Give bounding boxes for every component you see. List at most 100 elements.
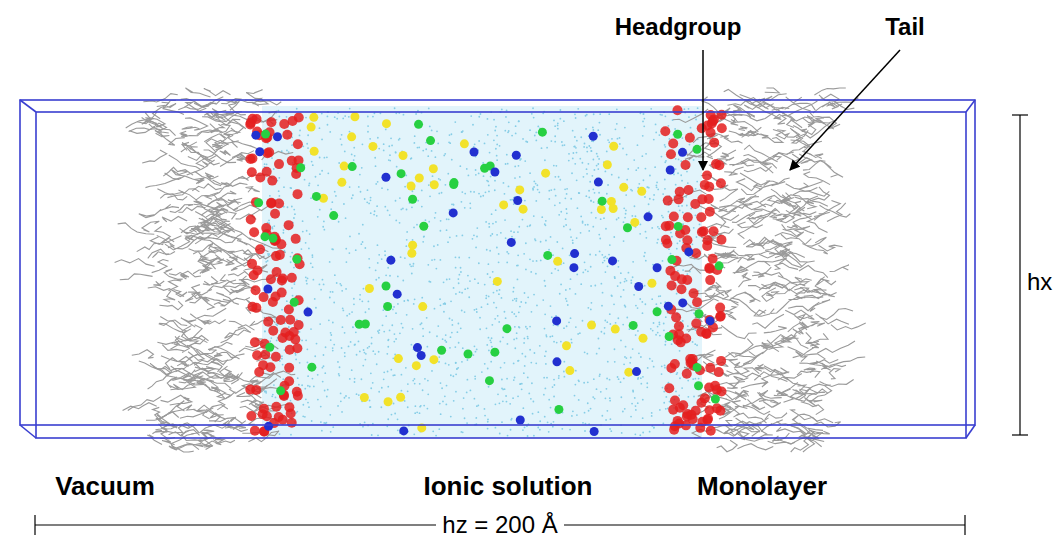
water-dot [687,325,689,327]
water-dot [656,242,658,244]
water-dot [586,173,588,175]
water-dot [506,154,508,156]
water-dot [450,374,452,376]
water-dot [444,395,446,397]
water-molecules [264,107,701,437]
water-dot [635,215,637,217]
water-dot [273,168,275,170]
water-dot [313,386,315,388]
water-dot [642,121,644,123]
water-dot [308,406,310,408]
water-dot [451,332,453,334]
water-dot [535,362,537,364]
water-dot [590,200,592,202]
water-dot [639,434,641,436]
water-dot [631,403,633,405]
tail-chain [216,142,229,148]
water-dot [517,395,519,397]
water-dot [629,362,631,364]
water-dot [675,391,677,393]
water-dot [384,250,386,252]
water-dot [623,289,625,291]
water-dot [585,423,587,425]
water-dot [565,298,567,300]
water-dot [488,226,490,228]
water-dot [307,147,309,149]
water-dot [546,336,548,338]
water-dot [693,159,695,161]
water-dot [449,134,451,136]
water-dot [455,362,457,364]
water-dot [382,309,384,311]
water-dot [310,328,312,330]
water-dot [305,276,307,278]
water-dot [458,282,460,284]
water-dot [296,108,298,110]
water-dot [431,130,433,132]
tail-chain [202,117,231,125]
water-dot [373,214,375,216]
water-dot [498,253,500,255]
water-dot [264,163,266,165]
water-dot [367,301,369,303]
water-dot [537,126,539,128]
water-dot [458,274,460,276]
water-dot [370,372,372,374]
water-dot [548,198,550,200]
water-dot [361,300,363,302]
water-dot [399,197,401,199]
water-dot [665,160,667,162]
water-dot [539,345,541,347]
tail-chain [229,321,255,330]
water-dot [499,433,501,435]
water-dot [524,200,526,202]
water-dot [603,333,605,335]
water-dot [590,147,592,149]
lipid-tails [115,88,866,452]
water-dot [496,290,498,292]
water-dot [554,141,556,143]
water-dot [395,152,397,154]
water-dot [540,241,542,243]
water-dot [432,175,434,177]
water-dot [653,139,655,141]
water-dot [639,233,641,235]
water-dot [505,317,507,319]
water-dot [598,234,600,236]
water-dot [304,416,306,418]
water-dot [488,350,490,352]
water-dot [521,388,523,390]
water-dot [493,139,495,141]
water-dot [576,152,578,154]
water-dot [273,384,275,386]
water-dot [504,311,506,313]
water-dot [593,169,595,171]
water-dot [478,193,480,195]
water-dot [575,293,577,295]
water-dot [580,216,582,218]
water-dot [514,347,516,349]
water-dot [503,182,505,184]
water-dot [423,236,425,238]
water-dot [496,159,498,161]
water-dot [528,393,530,395]
water-dot [437,244,439,246]
water-dot [423,405,425,407]
water-dot [317,216,319,218]
water-dot [490,361,492,363]
water-dot [558,214,560,216]
water-dot [451,319,453,321]
water-dot [447,173,449,175]
water-dot [518,360,520,362]
tail-chain [181,148,212,162]
water-dot [359,351,361,353]
water-dot [661,215,663,217]
water-dot [586,114,588,116]
water-dot [329,261,331,263]
water-dot [291,252,293,254]
water-dot [681,387,683,389]
water-dot [475,247,477,249]
water-dot [602,262,604,264]
water-dot [529,258,531,260]
water-dot [554,176,556,178]
